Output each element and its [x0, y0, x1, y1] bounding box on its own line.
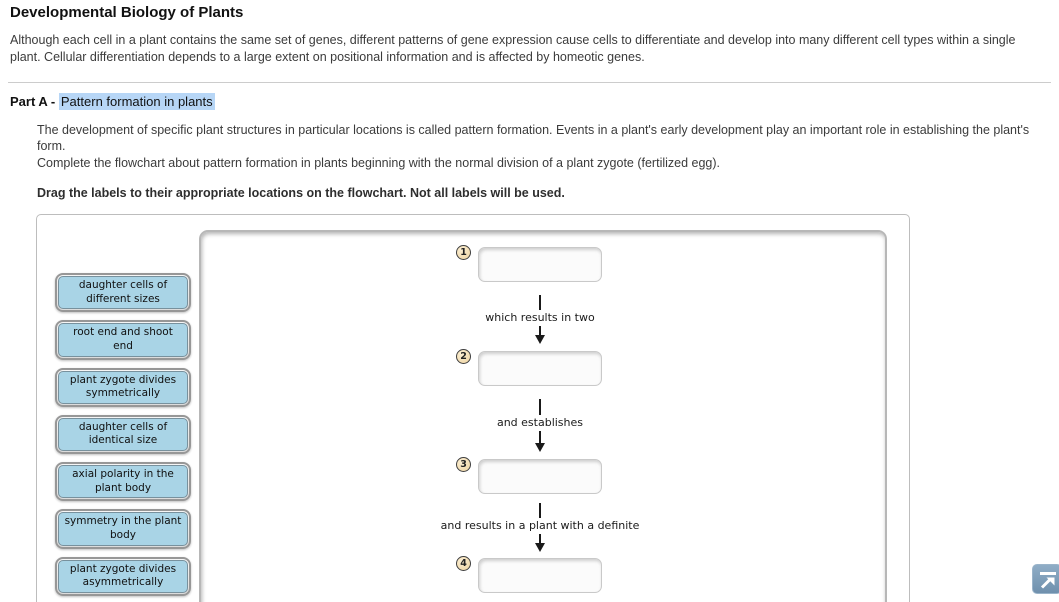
drag-label-text: axial polarity in the plant body [58, 465, 188, 499]
drop-target-4[interactable] [478, 558, 602, 593]
flowchart-step-2: 2 [456, 349, 602, 386]
scroll-to-top-icon[interactable] [1032, 564, 1059, 594]
drag-label-daughter-cells-identical-size[interactable]: daughter cells of identical size [55, 414, 191, 455]
connector-2-text: and establishes [496, 416, 584, 429]
arrow-line-icon [539, 399, 541, 415]
arrowhead-down-icon [535, 543, 545, 552]
part-a-description-line-1: The development of specific plant struct… [37, 122, 1030, 154]
drop-target-1[interactable] [478, 247, 602, 282]
drag-label-zygote-divides-symmetrically[interactable]: plant zygote divides symmetrically [55, 367, 191, 407]
arrowhead-down-icon [535, 335, 545, 344]
flowchart-connector-1: which results in two [478, 282, 602, 344]
part-a-description: The development of specific plant struct… [37, 122, 1045, 172]
arrow-line-icon [539, 295, 541, 310]
arrow-line-icon [539, 431, 541, 443]
drag-label-axial-polarity[interactable]: axial polarity in the plant body [55, 462, 191, 502]
arrowhead-down-icon [535, 443, 545, 452]
step-3-number-badge: 3 [456, 457, 471, 472]
connector-1-text: which results in two [485, 311, 595, 324]
arrow-line-icon [539, 534, 541, 543]
intro-text: Although each cell in a plant contains t… [10, 33, 1016, 65]
drag-label-symmetry-plant-body[interactable]: symmetry in the plant body [55, 509, 191, 549]
part-a-heading: Part A - Pattern formation in plants [10, 92, 1059, 110]
drag-and-drop-activity-panel: daughter cells of different sizes root e… [36, 214, 910, 602]
drag-label-text: symmetry in the plant body [58, 512, 188, 546]
flowchart-connector-2: and establishes [478, 386, 602, 452]
step-1-number-badge: 1 [456, 245, 471, 260]
drag-label-text: plant zygote divides symmetrically [58, 370, 188, 404]
drag-label-text: root end and shoot end [58, 323, 188, 357]
flowchart-step-4: 4 [456, 556, 602, 593]
drag-label-text: plant zygote divides asymmetrically [58, 559, 188, 593]
drop-target-3[interactable] [478, 459, 602, 494]
step-2-number-badge: 2 [456, 349, 471, 364]
arrow-line-icon [539, 326, 541, 335]
drag-label-root-end-shoot-end[interactable]: root end and shoot end [55, 320, 191, 360]
drag-instruction: Drag the labels to their appropriate loc… [37, 186, 565, 200]
flowchart-step-3: 3 [456, 457, 602, 494]
flowchart-step-1: 1 [456, 245, 602, 282]
drag-label-text: daughter cells of different sizes [58, 276, 188, 310]
step-4-number-badge: 4 [456, 556, 471, 571]
arrow-up-right-icon [1040, 572, 1056, 589]
flowchart-panel: 1 which results in two 2 and establishes… [199, 230, 887, 602]
drag-label-daughter-cells-different-sizes[interactable]: daughter cells of different sizes [55, 273, 191, 313]
page-title: Developmental Biology of Plants [10, 4, 244, 21]
drag-labels-column: daughter cells of different sizes root e… [55, 273, 191, 596]
connector-3-text: and results in a plant with a definite [440, 519, 640, 532]
drag-label-zygote-divides-asymmetrically[interactable]: plant zygote divides asymmetrically [55, 556, 191, 596]
drag-label-text: daughter cells of identical size [58, 417, 188, 452]
arrow-line-icon [539, 503, 541, 518]
part-a-label: Part A - [10, 93, 59, 109]
part-a-title-highlight: Pattern formation in plants [58, 92, 215, 110]
flowchart-connector-3: and results in a plant with a definite [441, 494, 639, 552]
drop-target-2[interactable] [478, 351, 602, 386]
part-a-description-line-2: Complete the flowchart about pattern for… [37, 155, 721, 170]
section-divider [8, 81, 1051, 83]
